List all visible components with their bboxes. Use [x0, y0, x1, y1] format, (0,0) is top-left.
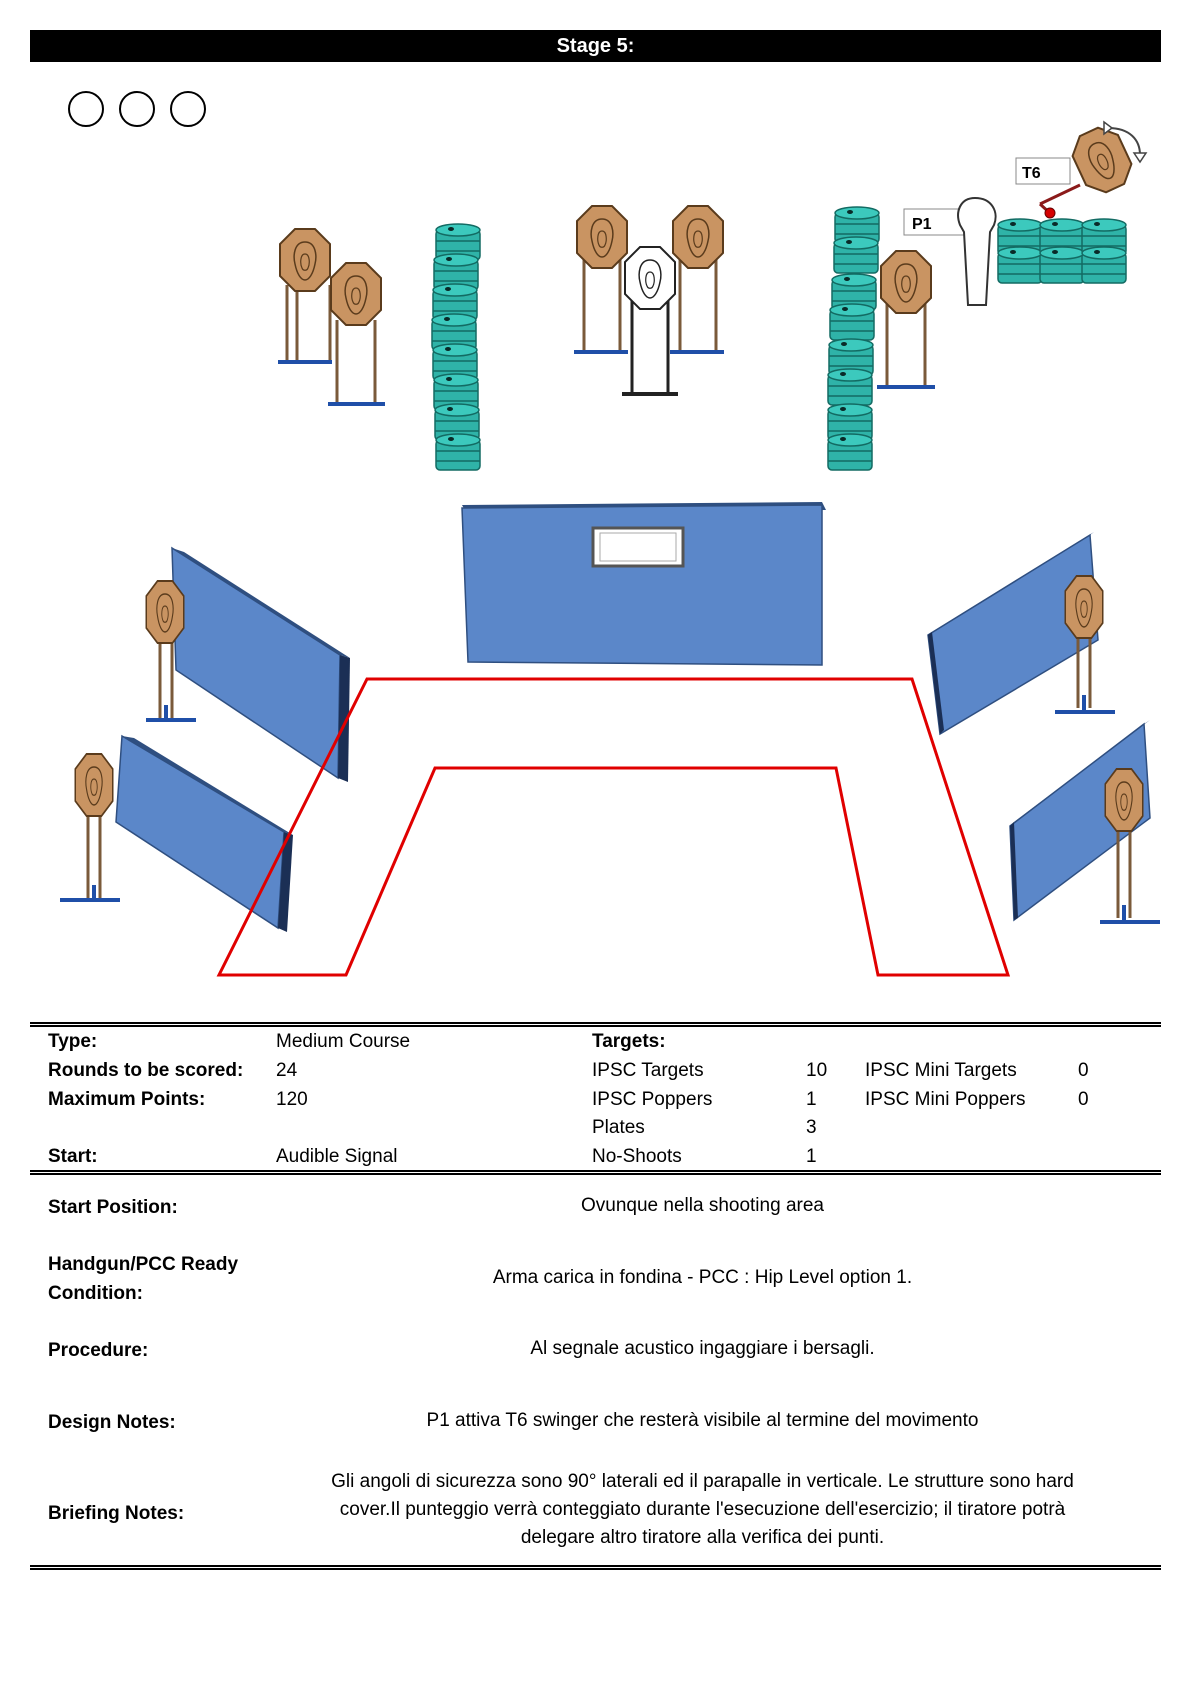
design-notes-value: P1 attiva T6 swinger che resterà visibil… [426, 1410, 979, 1431]
info-top-divider [30, 1022, 1161, 1027]
details-bottom-divider [30, 1565, 1161, 1570]
start-position-value: Ovunque nella shooting area [581, 1195, 824, 1216]
svg-text:P1: P1 [912, 216, 932, 233]
type-label: Type: [48, 1031, 98, 1052]
left-wall-upper [171, 546, 350, 782]
ipsc-target-icon [279, 228, 331, 292]
right-wall-upper [927, 532, 1099, 736]
center-wall [461, 502, 826, 666]
briefing-notes-line-2: cover.Il punteggio verrà conteggiato dur… [339, 1499, 1066, 1520]
barrel-stack-right [827, 206, 880, 471]
start-position-label: Start Position: [48, 1197, 178, 1218]
mini-target-name: IPSC Mini Targets [865, 1060, 1017, 1081]
info-bottom-divider [30, 1170, 1161, 1175]
targets-label: Targets: [592, 1031, 666, 1052]
svg-text:T6: T6 [1022, 165, 1041, 182]
swinger-t6: T6 [1015, 120, 1148, 219]
stage-diagram: P1 T6 [60, 120, 1160, 977]
no-shoot-icon [624, 246, 676, 310]
target-name: Plates [592, 1117, 645, 1138]
mini-target-count: 0 [1078, 1089, 1089, 1110]
ipsc-target-icon [672, 205, 724, 269]
score-circle-2 [119, 91, 155, 127]
ipsc-target-icon [576, 205, 628, 269]
score-circle-1 [68, 91, 104, 127]
mini-target-name: IPSC Mini Poppers [865, 1089, 1026, 1110]
start-label: Start: [48, 1146, 98, 1167]
ipsc-target-icon [330, 262, 382, 326]
target-group-center [574, 205, 724, 396]
barrel-stack-left [431, 223, 481, 471]
rounds-label: Rounds to be scored: [48, 1060, 244, 1081]
target-count: 10 [806, 1060, 828, 1081]
mini-target-count: 0 [1078, 1060, 1089, 1081]
ipsc-target-icon [1104, 768, 1144, 832]
briefing-notes-label: Briefing Notes: [48, 1503, 185, 1524]
max-points-value: 120 [276, 1089, 308, 1110]
target-name: IPSC Poppers [592, 1089, 713, 1110]
ready-condition-value: Arma carica in fondina - PCC : Hip Level… [492, 1267, 913, 1288]
target-name: No-Shoots [592, 1146, 682, 1167]
side-targets [60, 575, 1160, 924]
ipsc-target-icon [145, 580, 185, 644]
procedure-value: Al segnale acustico ingaggiare i bersagl… [530, 1338, 875, 1359]
target-group-left [278, 228, 385, 406]
target-count: 1 [806, 1089, 817, 1110]
briefing-notes-line-1: Gli angoli di sicurezza sono 90° lateral… [331, 1471, 1074, 1492]
score-circle-3 [170, 91, 206, 127]
briefing-notes-line-3: delegare altro tiratore alla verifica de… [520, 1527, 885, 1548]
ready-condition-label-line1: Handgun/PCC Ready [48, 1254, 239, 1275]
design-notes-label: Design Notes: [48, 1412, 176, 1433]
start-value: Audible Signal [276, 1146, 398, 1167]
ipsc-target-icon [880, 250, 932, 314]
target-count: 3 [806, 1117, 817, 1138]
target-name: IPSC Targets [592, 1060, 704, 1081]
barrel-group-t6 [997, 218, 1127, 284]
target-group-right [877, 250, 935, 389]
left-wall-lower [115, 734, 293, 932]
ready-condition-label-line2: Condition: [48, 1283, 143, 1304]
rounds-value: 24 [276, 1060, 298, 1081]
type-value: Medium Course [276, 1031, 411, 1052]
ipsc-target-icon [1064, 575, 1104, 639]
popper-p1: P1 [903, 196, 997, 306]
stage-title: Stage 5: [30, 30, 1161, 62]
shooting-area-fault-line [216, 677, 1011, 977]
max-points-label: Maximum Points: [48, 1089, 206, 1110]
target-count: 1 [806, 1146, 817, 1167]
procedure-label: Procedure: [48, 1340, 149, 1361]
ipsc-target-icon [74, 753, 114, 817]
